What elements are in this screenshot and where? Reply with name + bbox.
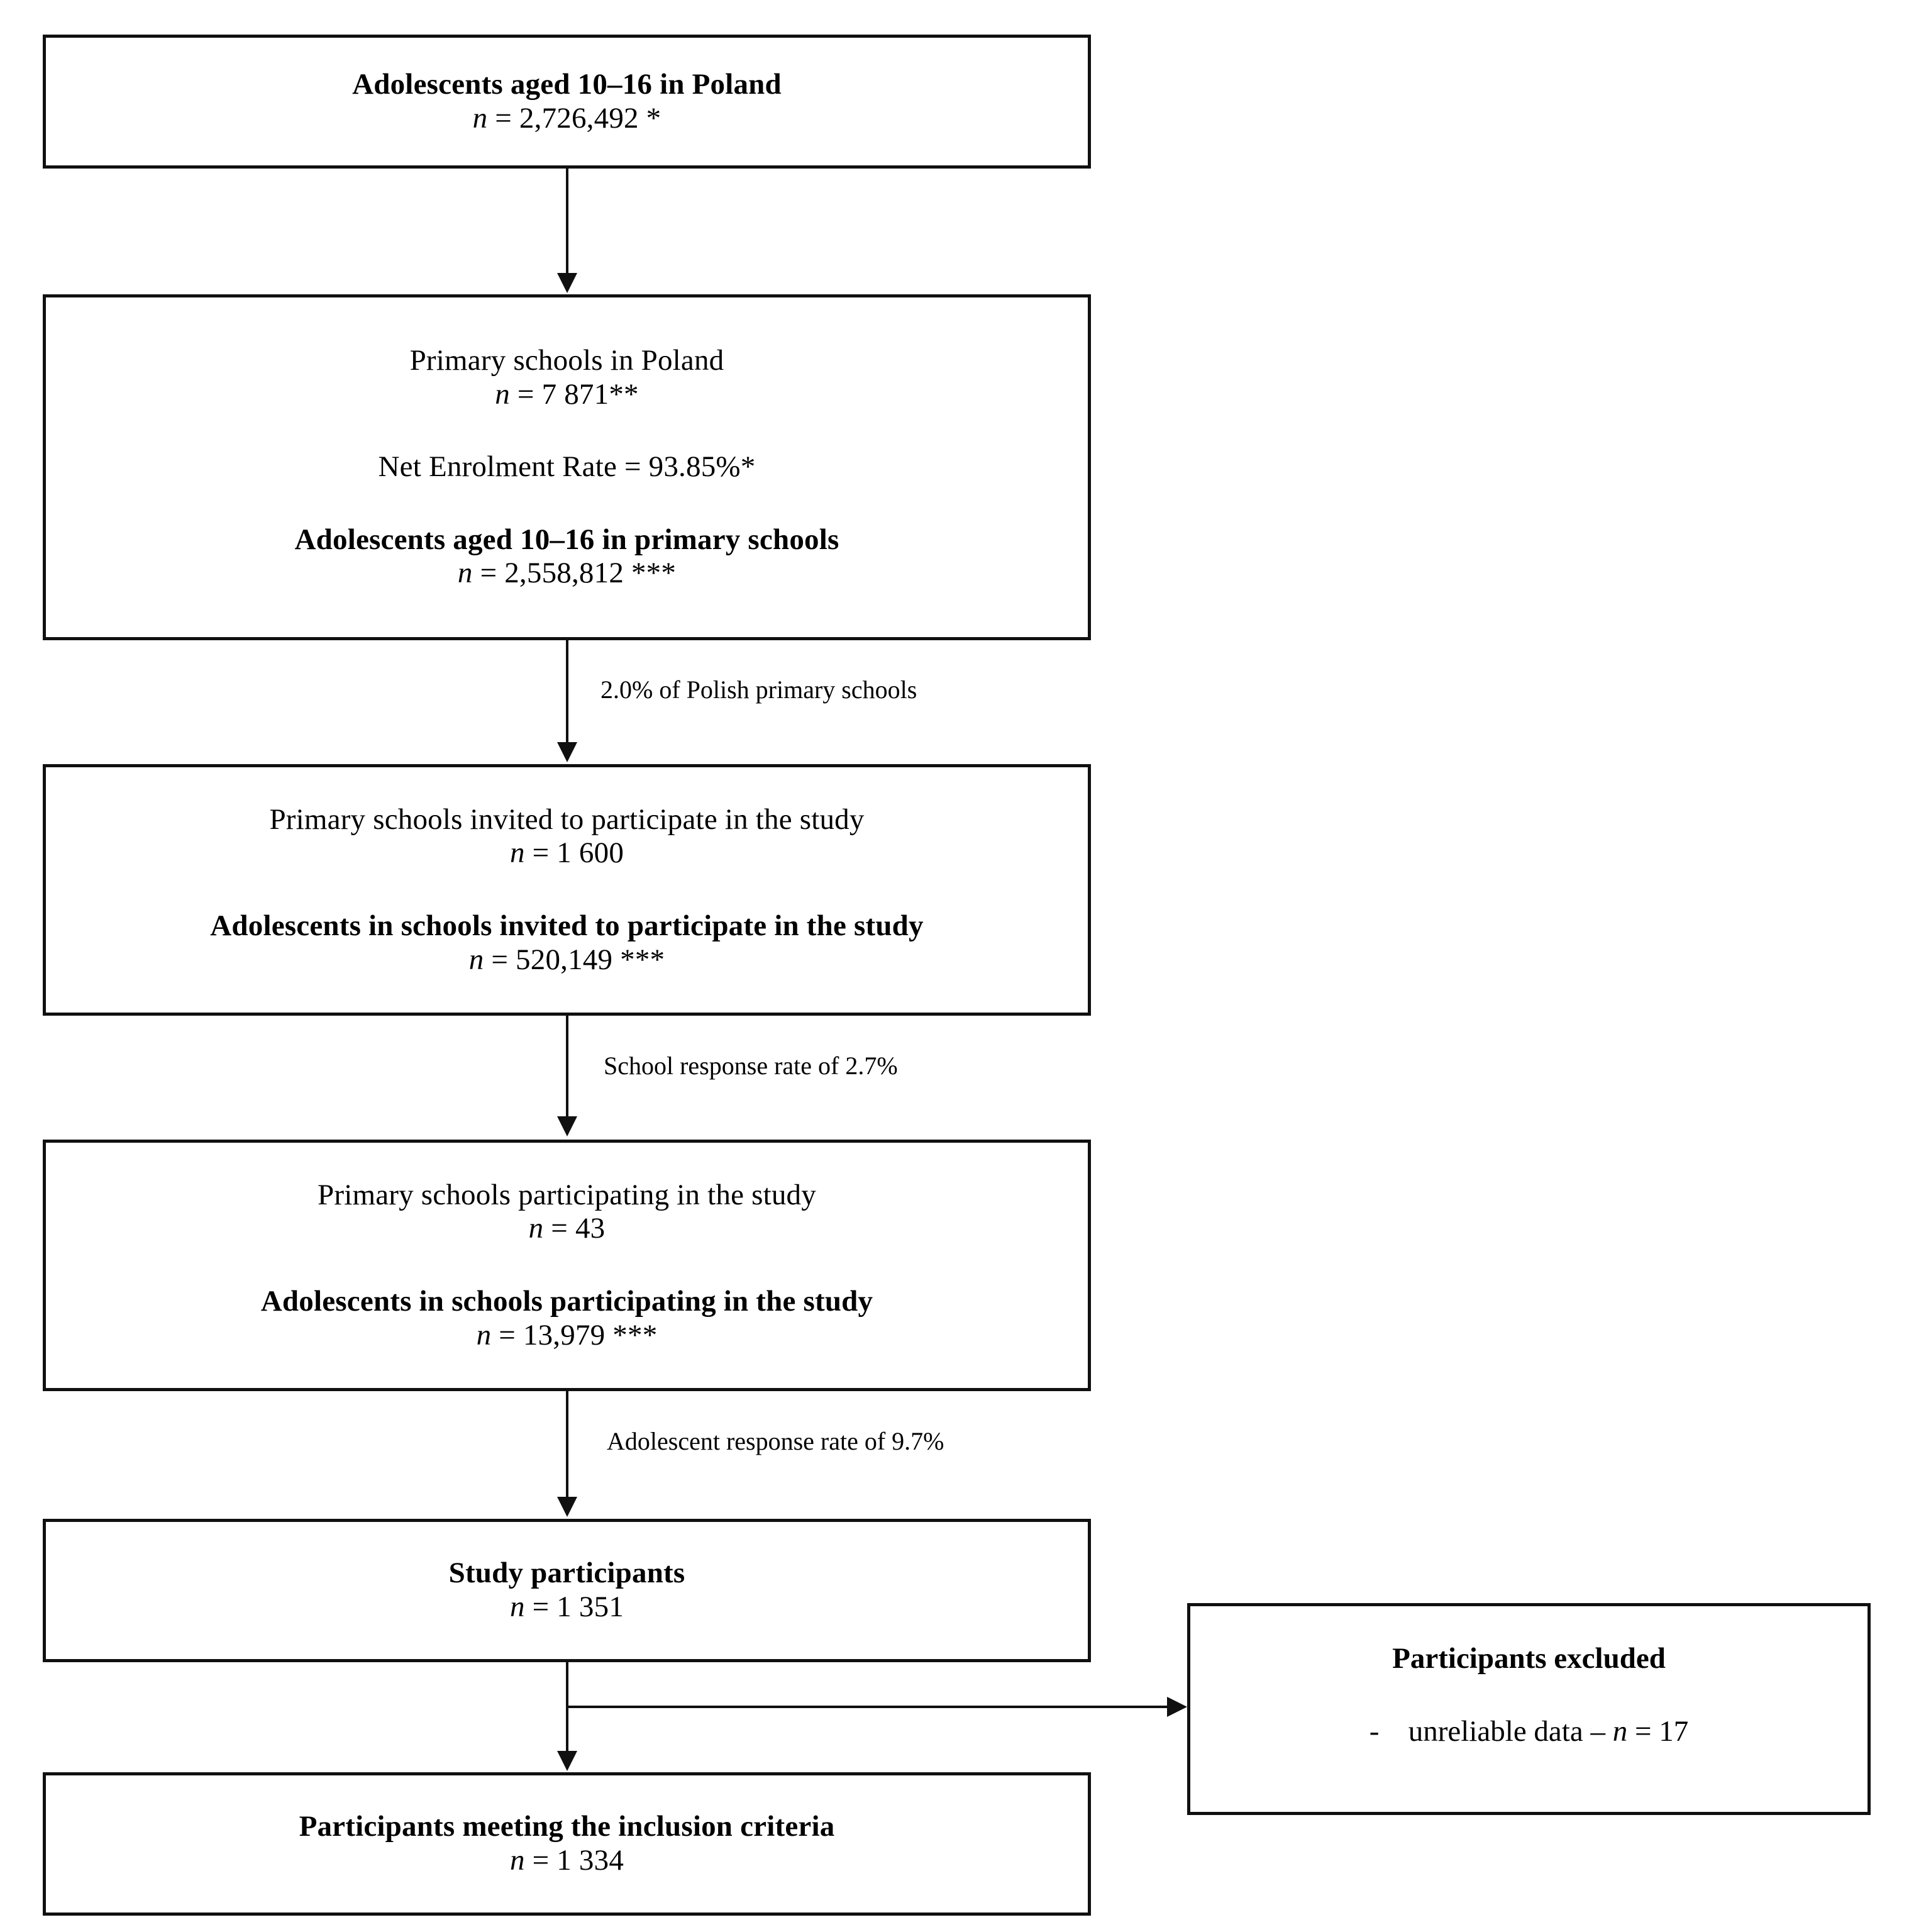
node-schools-invited-title: Primary schools invited to participate i… [269,802,865,836]
n-italic-label: n [468,943,484,976]
node-included-title: Participants meeting the inclusion crite… [299,1810,835,1843]
n-value: = 43 [551,1212,606,1245]
node-included-n: n = 1 334 [510,1844,624,1878]
node-primary-schools-sub-n: n = 2,558,812 *** [458,557,676,591]
arrowhead-down-1 [557,273,577,293]
node-population-title: Adolescents aged 10–16 in Poland [352,67,782,101]
node-participants-excluded: Participants excluded - unreliable data … [1187,1603,1871,1815]
node-participants-excluded-title: Participants excluded [1392,1642,1666,1675]
connector-participating-to-study-participants [566,1391,568,1498]
arrowhead-down-4 [557,1497,577,1517]
n-value: = 2,726,492 * [495,101,661,135]
n-italic-label: n [472,101,488,135]
node-primary-schools-n: n = 7 871** [495,378,638,412]
node-schools-invited-sub-n: n = 520,149 *** [469,943,665,977]
node-study-participants: Study participants n = 1 351 [43,1519,1091,1662]
node-population: Adolescents aged 10–16 in Poland n = 2,7… [43,35,1091,169]
node-primary-schools-enrolment-rate: Net Enrolment Rate = 93.85%* [379,450,756,484]
exclusion-reason-text: unreliable data – [1408,1715,1613,1748]
exclusion-reason: unreliable data – n = 17 [1408,1714,1688,1748]
connector-population-to-primary-schools [566,169,568,274]
n-italic-label: n [509,836,525,870]
n-value: = 17 [1634,1715,1689,1748]
node-primary-schools: Primary schools in Poland n = 7 871** Ne… [43,294,1091,640]
connector-study-participants-to-excluded [566,1706,1170,1708]
n-italic-label: n [509,1844,525,1877]
node-included: Participants meeting the inclusion crite… [43,1772,1091,1916]
arrowhead-down-2 [557,742,577,762]
n-value: = 7 871** [517,377,639,411]
edge-label-adolescent-response-rate: Adolescent response rate of 9.7% [607,1427,944,1455]
n-value: = 1 600 [532,836,624,870]
node-schools-participating: Primary schools participating in the stu… [43,1140,1091,1391]
arrowhead-right-excluded [1167,1697,1187,1717]
edge-label-school-response-rate: School response rate of 2.7% [604,1052,898,1080]
bullet-dash: - [1369,1715,1380,1748]
n-italic-label: n [528,1212,544,1245]
n-italic-label: n [495,377,510,411]
n-value: = 2,558,812 *** [480,557,677,590]
connector-primary-schools-to-invited [566,640,568,744]
node-schools-participating-subtitle: Adolescents in schools participating in … [260,1285,873,1318]
n-value: = 520,149 *** [491,943,665,976]
node-study-participants-n: n = 1 351 [510,1591,624,1624]
n-italic-label: n [476,1318,492,1352]
n-value: = 1 334 [532,1844,624,1877]
connector-invited-to-participating [566,1016,568,1118]
node-schools-invited: Primary schools invited to participate i… [43,764,1091,1016]
node-schools-participating-title: Primary schools participating in the stu… [318,1178,816,1211]
node-study-participants-title: Study participants [448,1557,685,1590]
enrolment-rate-value: = 93.85%* [624,450,756,484]
node-schools-participating-sub-n: n = 13,979 *** [477,1319,658,1353]
node-schools-invited-subtitle: Adolescents in schools invited to partic… [210,909,924,942]
node-primary-schools-title: Primary schools in Poland [409,344,724,377]
node-population-n: n = 2,726,492 * [473,102,661,136]
edge-label-invitation-share: 2.0% of Polish primary schools [600,675,917,704]
arrowhead-down-3 [557,1116,577,1136]
node-schools-invited-n: n = 1 600 [510,836,624,870]
n-italic-label: n [509,1591,525,1623]
node-schools-participating-n: n = 43 [529,1212,606,1246]
arrowhead-down-5 [557,1751,577,1771]
n-italic-label: n [1612,1715,1628,1748]
enrolment-rate-label: Net Enrolment Rate [378,450,617,484]
node-participants-excluded-item: - unreliable data – n = 17 [1370,1714,1688,1748]
node-primary-schools-subtitle: Adolescents aged 10–16 in primary school… [294,523,839,556]
n-italic-label: n [457,557,473,590]
n-value: = 13,979 *** [499,1318,658,1352]
n-value: = 1 351 [532,1591,624,1623]
